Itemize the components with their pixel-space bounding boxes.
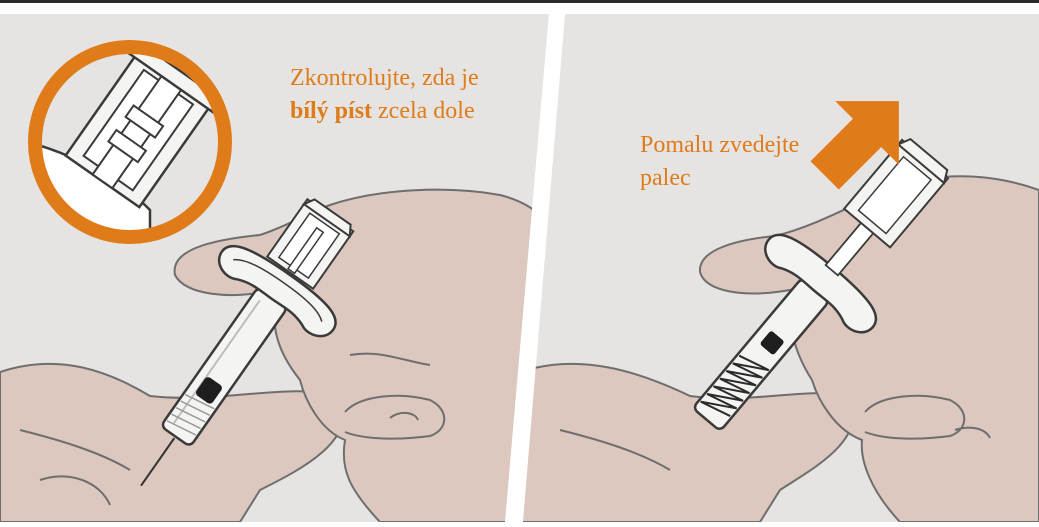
caption-lift-line1: Pomalu zvedejte — [640, 132, 800, 158]
lift-arrow-icon — [810, 101, 899, 190]
right-panel — [523, 14, 1039, 522]
caption-lift-thumb: Pomalu zvedejte palec — [640, 129, 840, 195]
left-panel — [0, 14, 549, 522]
panel-divider — [505, 14, 565, 522]
syringe-right — [693, 137, 950, 430]
top-rule — [0, 0, 1039, 3]
caption-check-bold: bílý píst — [290, 98, 373, 124]
syringe-left — [140, 197, 355, 487]
magnifier-ring — [28, 40, 232, 244]
injection-skin-right — [523, 362, 855, 522]
needle — [140, 437, 176, 487]
spring — [700, 354, 770, 417]
caption-check-line1: Zkontrolujte, zda je — [290, 65, 479, 91]
magnified-plunger — [63, 47, 223, 209]
caption-check-plunger: Zkontrolujte, zda je bílý píst zcela dol… — [290, 62, 535, 128]
finger-flange — [217, 244, 337, 338]
plunger-tip — [196, 377, 222, 404]
caption-lift-line2: palec — [640, 165, 691, 191]
plunger-tip-right — [760, 331, 784, 355]
caption-check-rest: zcela dole — [372, 98, 475, 124]
